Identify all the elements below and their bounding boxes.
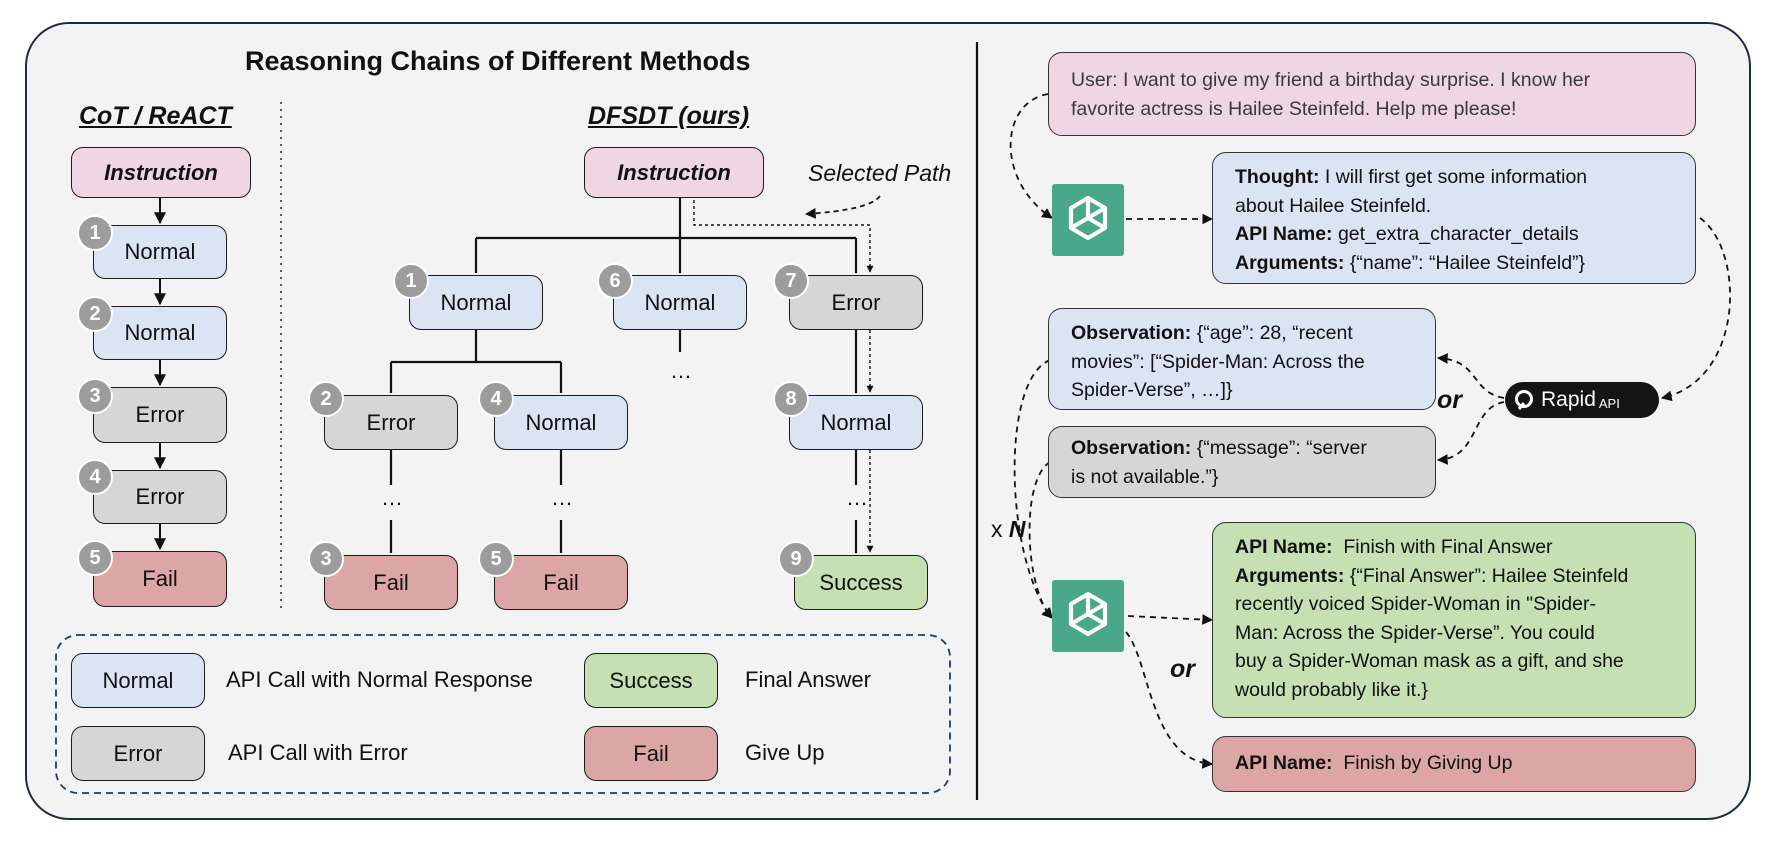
- dfsdt-node-2: Error: [324, 395, 458, 450]
- give-up-api-value: Finish by Giving Up: [1343, 752, 1513, 774]
- rapidapi-logo-icon: [1515, 390, 1533, 410]
- final-text-3: Man: Across the Spider-Verse”. You could: [1235, 621, 1595, 644]
- cot-heading: CoT / ReACT: [79, 102, 232, 130]
- cot-step-5: Fail: [93, 551, 227, 607]
- arguments-value: {“name”: “Hailee Steinfeld”}: [1349, 251, 1586, 274]
- ellipsis-node-8: …: [846, 485, 868, 510]
- dfsdt-node-7: Error: [789, 275, 923, 330]
- dfsdt-node-9: Success: [794, 555, 928, 610]
- repeat-x: x: [991, 516, 1003, 542]
- cot-step-3: Error: [93, 387, 227, 443]
- ellipsis-node-2: …: [381, 485, 403, 510]
- or-label-finish: or: [1170, 655, 1195, 683]
- selected-path-label: Selected Path: [808, 160, 952, 186]
- dfsdt-node-5-number: 5: [478, 541, 514, 577]
- thought-text: I will first get some information: [1324, 166, 1588, 188]
- dfsdt-node-9-number: 9: [778, 541, 814, 577]
- dfsdt-tree-lines: [389, 198, 858, 553]
- user-message-line-2: favorite actress is Hailee Steinfeld. He…: [1071, 97, 1517, 120]
- observation-text-1: {“age”: 28, “recent: [1196, 322, 1353, 344]
- legend-fail-box: Fail: [584, 726, 718, 781]
- dfsdt-node-8-number: 8: [773, 381, 809, 417]
- dfsdt-instruction: Instruction: [584, 147, 764, 198]
- cot-step-2: Normal: [93, 306, 227, 360]
- final-text-2: recently voiced Spider-Woman in "Spider-: [1235, 593, 1596, 615]
- legend-fail-desc: Give Up: [745, 740, 825, 765]
- observation-text-2: movies”: [“Spider-Man: Across the: [1071, 350, 1365, 373]
- rapidapi-name: Rapid: [1541, 388, 1596, 411]
- cot-step-5-number: 5: [77, 540, 113, 576]
- cot-instruction: Instruction: [71, 147, 251, 198]
- ellipsis-node-4: …: [551, 485, 573, 510]
- dfsdt-heading: DFSDT (ours): [588, 102, 750, 130]
- observation-normal-card: Observation: {“age”: 28, “recent movies”…: [1048, 308, 1436, 410]
- observation-error-text-1: {“message”: “server: [1196, 437, 1367, 459]
- api-name-label: API Name:: [1235, 223, 1333, 245]
- cot-step-4-number: 4: [77, 459, 113, 495]
- legend-error-desc: API Call with Error: [228, 740, 408, 765]
- openai-logo-icon: [1052, 580, 1124, 652]
- legend-success-box: Success: [584, 653, 718, 708]
- final-answer-card: API Name: Finish with Final Answer Argum…: [1212, 522, 1696, 718]
- give-up-api-label: API Name:: [1235, 752, 1333, 774]
- dfsdt-node-8: Normal: [789, 395, 923, 450]
- legend-normal-desc: API Call with Normal Response: [226, 667, 533, 692]
- give-up-card: API Name: Finish by Giving Up: [1212, 736, 1696, 792]
- openai-logo-icon: [1052, 184, 1124, 256]
- dfsdt-node-1-number: 1: [393, 263, 429, 299]
- observation-label: Observation:: [1071, 322, 1192, 344]
- final-text-1: {“Final Answer”: Hailee Steinfeld: [1349, 564, 1629, 587]
- repeat-n: N: [1008, 516, 1026, 542]
- cot-step-4: Error: [93, 470, 227, 524]
- thought-label: Thought:: [1235, 166, 1320, 188]
- legend-border: [55, 634, 951, 794]
- final-api-label: API Name:: [1235, 536, 1333, 558]
- observation-error-text-2: is not available.”}: [1071, 465, 1219, 488]
- dfsdt-node-2-number: 2: [308, 381, 344, 417]
- legend-success-desc: Final Answer: [745, 667, 871, 692]
- dfsdt-node-5: Fail: [494, 555, 628, 610]
- thought-text-2: about Hailee Steinfeld.: [1235, 194, 1432, 217]
- ellipsis-node-6: …: [670, 358, 692, 383]
- repeat-label: x N: [991, 516, 1026, 543]
- rapidapi-sub: API: [1598, 395, 1620, 411]
- observation-error-label: Observation:: [1071, 437, 1192, 459]
- user-message: User: I want to give my friend a birthda…: [1048, 52, 1696, 136]
- observation-text-3: Spider-Verse”, …]}: [1071, 379, 1233, 401]
- final-text-4: buy a Spider-Woman mask as a gift, and s…: [1235, 650, 1624, 672]
- user-message-line-1: User: I want to give my friend a birthda…: [1071, 69, 1591, 91]
- dfsdt-node-6: Normal: [613, 275, 747, 330]
- flow-arrows: [1009, 93, 1731, 769]
- final-args-label: Arguments:: [1235, 564, 1345, 587]
- cot-step-3-number: 3: [77, 378, 113, 414]
- legend-normal-box: Normal: [71, 653, 205, 708]
- dfsdt-node-6-number: 6: [597, 263, 633, 299]
- dfsdt-node-3-number: 3: [308, 541, 344, 577]
- arguments-label: Arguments:: [1235, 251, 1345, 274]
- cot-step-2-number: 2: [77, 296, 113, 332]
- dfsdt-node-4: Normal: [494, 395, 628, 450]
- cot-step-1: Normal: [93, 225, 227, 279]
- thought-card: Thought: I will first get some informati…: [1212, 152, 1696, 284]
- selected-path: [693, 200, 874, 553]
- or-label-observation: or: [1437, 386, 1462, 414]
- cot-step-1-number: 1: [77, 215, 113, 251]
- dfsdt-node-4-number: 4: [478, 381, 514, 417]
- figure-title: Reasoning Chains of Different Methods: [245, 46, 751, 76]
- observation-error-card: Observation: {“message”: “server is not …: [1048, 426, 1436, 498]
- api-name-value: get_extra_character_details: [1337, 223, 1579, 245]
- final-text-5: would probably like it.}: [1235, 678, 1428, 701]
- dfsdt-node-3: Fail: [324, 555, 458, 610]
- final-api-value: Finish with Final Answer: [1343, 536, 1553, 558]
- legend-error-box: Error: [71, 726, 205, 781]
- dfsdt-node-1: Normal: [409, 275, 543, 330]
- rapidapi-logo: Rapid API: [1505, 382, 1659, 418]
- selected-path-pointer: [804, 195, 881, 219]
- dfsdt-node-7-number: 7: [773, 263, 809, 299]
